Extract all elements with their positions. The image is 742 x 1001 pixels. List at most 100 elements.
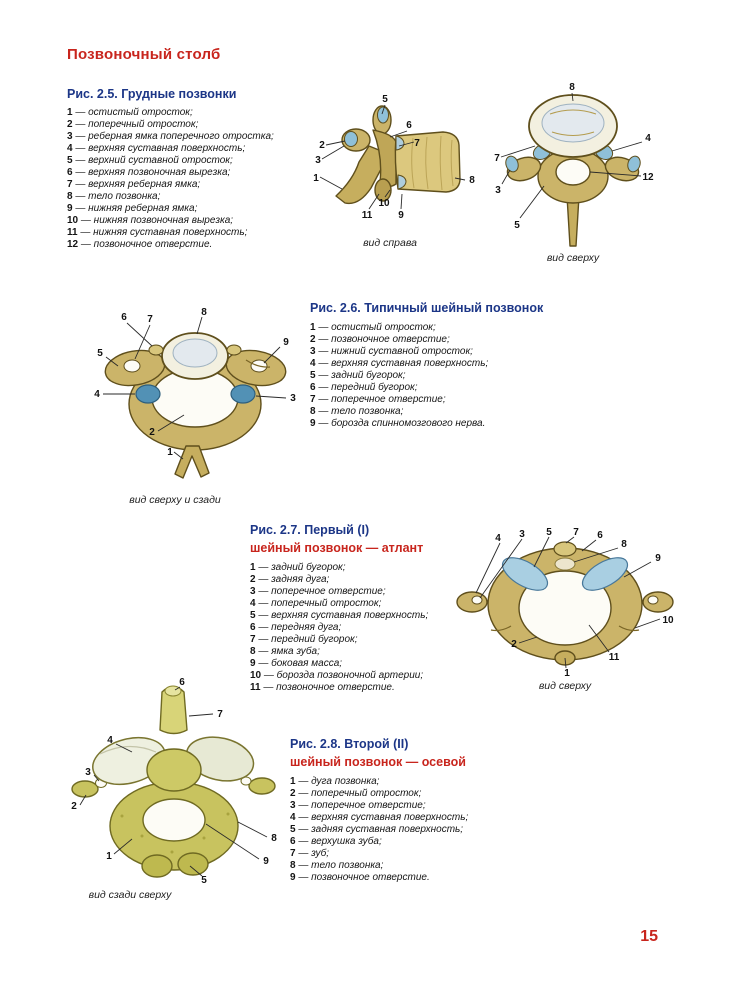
label-5: 5: [514, 220, 520, 231]
label-7: 7: [494, 153, 500, 164]
legend-item: 3 — поперечное отверстие;: [250, 586, 450, 598]
figure-2-5-title: Рис. 2.5. Грудные позвонки: [67, 87, 237, 101]
label-12: 12: [642, 172, 654, 183]
legend-item: 8 — тело позвонка;: [67, 191, 297, 203]
label-3: 3: [495, 185, 501, 196]
legend-item: 10 — борозда позвоночной артерии;: [250, 670, 450, 682]
label-8: 8: [469, 175, 475, 186]
legend-item: 9 — позвоночное отверстие.: [290, 872, 500, 884]
page-number: 15: [640, 928, 658, 945]
legend-item-text: — верхняя позвоночная вырезка;: [75, 167, 231, 178]
legend-item-number: 2: [290, 788, 296, 799]
label-10: 10: [662, 615, 674, 626]
legend-item-number: 6: [310, 382, 316, 393]
label-8: 8: [569, 82, 575, 93]
legend-item-number: 4: [310, 358, 316, 369]
figure-2-6-title: Рис. 2.6. Типичный шейный позвонок: [310, 301, 544, 315]
legend-item: 7 — передний бугорок;: [250, 634, 450, 646]
label-4: 4: [645, 133, 651, 144]
legend-item-text: — дуга позвонка;: [298, 776, 380, 787]
figure-2-8-title-line1: Рис. 2.8. Второй (II): [290, 737, 409, 751]
legend-item-number: 12: [67, 239, 79, 250]
legend-item-number: 5: [290, 824, 296, 835]
legend-item: 9 — борозда спинномозгового нерва.: [310, 418, 540, 430]
legend-item-number: 4: [67, 143, 73, 154]
legend-item-text: — позвоночное отверстие.: [298, 872, 430, 883]
legend-item: 1 — дуга позвонка;: [290, 776, 500, 788]
label-8: 8: [621, 539, 627, 550]
legend-item-number: 4: [290, 812, 296, 823]
label-6: 6: [179, 677, 185, 688]
legend-item-text: — поперечный отросток;: [75, 119, 199, 130]
legend-item-text: — остистый отросток;: [318, 322, 436, 333]
figure-2-8-title-line2: шейный позвонок — осевой: [290, 755, 466, 769]
legend-item: 2 — позвоночное отверстие;: [310, 334, 540, 346]
legend-item: 4 — верхняя суставная поверхность;: [290, 812, 500, 824]
legend-item-number: 7: [310, 394, 316, 405]
legend-item: 6 — верхушка зуба;: [290, 836, 500, 848]
legend-item-text: — верхняя суставная поверхность;: [298, 812, 469, 823]
legend-item: 11 — позвоночное отверстие.: [250, 682, 450, 694]
label-2: 2: [511, 639, 517, 650]
figure-2-6-legend: 1 — остистый отросток; 2 — позвоночное о…: [310, 322, 540, 430]
legend-item: 11 — нижняя суставная поверхность;: [67, 227, 297, 239]
legend-item-text: — задняя дуга;: [258, 574, 330, 585]
legend-item-number: 10: [250, 670, 262, 681]
thoracic-vertebra-side-illustration: 5 6 7 2 3 1 11 10 9 8: [313, 94, 475, 221]
legend-item-number: 6: [250, 622, 256, 633]
label-11: 11: [609, 652, 620, 663]
legend-item-text: — верхний суставной отросток;: [75, 155, 233, 166]
label-7: 7: [147, 314, 153, 325]
label-5: 5: [546, 528, 552, 538]
legend-item-text: — передний бугорок;: [318, 382, 418, 393]
figure-2-5-legend: 1 — остистый отросток; 2 — поперечный от…: [67, 107, 297, 251]
label-5: 5: [382, 94, 388, 105]
leader-lines: [103, 316, 287, 460]
legend-item: 4 — верхняя суставная поверхность;: [310, 358, 540, 370]
legend-item-text: — верхняя реберная ямка;: [75, 179, 201, 190]
label-11: 11: [362, 210, 373, 221]
legend-item-text: — поперечный отросток;: [298, 788, 422, 799]
legend-item-number: 1: [310, 322, 316, 333]
leader-lines: [319, 104, 466, 210]
legend-item-number: 8: [67, 191, 73, 202]
figure-2-7-caption: вид сверху: [538, 680, 592, 692]
label-4: 4: [94, 389, 100, 400]
legend-item-text: — поперечное отверстие;: [298, 800, 426, 811]
legend-item: 10 — нижняя позвоночная вырезка;: [67, 215, 297, 227]
figure-2-6-caption: вид сверху и сзади: [129, 494, 221, 506]
label-1: 1: [564, 668, 570, 678]
leader-lines: [500, 92, 643, 219]
legend-item-number: 7: [290, 848, 296, 859]
legend-item: 8 — тело позвонка;: [290, 860, 500, 872]
figure-2-8-caption: вид сзади сверху: [88, 889, 172, 901]
legend-item-text: — поперечный отросток;: [258, 598, 382, 609]
legend-item-text: — позвоночное отверстие;: [318, 334, 450, 345]
legend-item-text: — нижний суставной отросток;: [318, 346, 473, 357]
legend-item: 7 — поперечное отверстие;: [310, 394, 540, 406]
label-4: 4: [495, 533, 501, 544]
legend-item-number: 1: [250, 562, 256, 573]
legend-item-text: — верхняя суставная поверхность;: [258, 610, 429, 621]
legend-item-number: 8: [250, 646, 256, 657]
legend-item-text: — борозда спинномозгового нерва.: [318, 418, 486, 429]
legend-item: 2 — поперечный отросток;: [290, 788, 500, 800]
legend-item-text: — поперечное отверстие;: [318, 394, 446, 405]
legend-item-text: — задний бугорок;: [318, 370, 406, 381]
legend-item-number: 1: [67, 107, 73, 118]
label-3: 3: [519, 529, 525, 540]
legend-item-text: — нижняя суставная поверхность;: [80, 227, 248, 238]
legend-item-text: — остистый отросток;: [75, 107, 193, 118]
legend-item-text: — ямка зуба;: [258, 646, 320, 657]
legend-item: 3 — поперечное отверстие;: [290, 800, 500, 812]
legend-item-text: — верхушка зуба;: [298, 836, 382, 847]
legend-item-number: 4: [250, 598, 256, 609]
label-5: 5: [97, 348, 103, 359]
label-1: 1: [313, 173, 319, 184]
label-8: 8: [271, 833, 277, 844]
label-9: 9: [655, 553, 661, 564]
legend-item-text: — верхняя суставная поверхность;: [318, 358, 489, 369]
legend-item: 3 — нижний суставной отросток;: [310, 346, 540, 358]
legend-item-number: 11: [67, 227, 78, 238]
label-5: 5: [201, 875, 207, 886]
